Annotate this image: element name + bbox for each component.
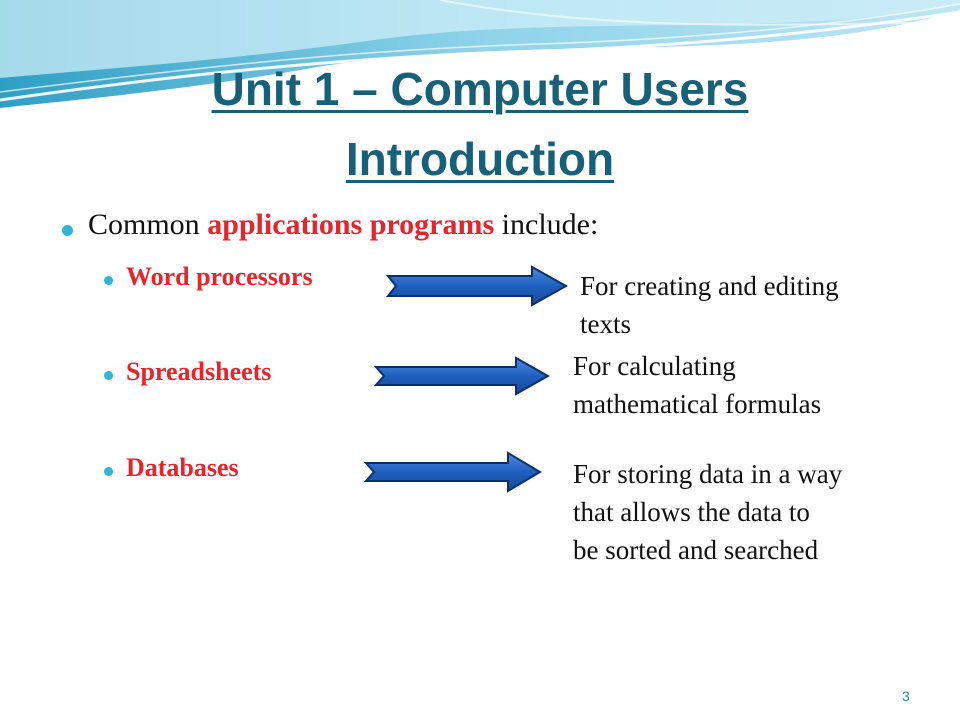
desc-line: For calculating <box>573 351 736 381</box>
right-arrow-icon <box>385 265 569 307</box>
item-label: Spreadsheets <box>126 357 272 386</box>
desc-line: For creating and editing <box>580 271 839 301</box>
intro-after: include: <box>494 208 599 241</box>
title-line-1: Unit 1 – Computer Users <box>211 63 749 115</box>
desc-line: mathematical formulas <box>573 388 822 419</box>
list-item-word-processors: Word processors <box>104 262 313 292</box>
item-description-word-processors: For creating and editing texts <box>580 268 839 344</box>
desc-line: be sorted and searched <box>573 534 819 565</box>
intro-bullet: Common applications programs include: <box>62 208 598 242</box>
desc-line: For storing data in a way <box>573 459 843 489</box>
bullet-dot-icon <box>104 371 113 380</box>
title-line-2: Introduction <box>345 133 615 185</box>
list-item-spreadsheets: Spreadsheets <box>104 357 271 387</box>
desc-line: that allows the data to <box>573 496 810 527</box>
right-arrow-icon <box>373 356 551 396</box>
desc-line: texts <box>580 308 631 339</box>
page-number: 3 <box>902 688 910 704</box>
item-description-databases: For storing data in a way that allows th… <box>573 456 842 569</box>
intro-highlight: applications programs <box>207 208 495 241</box>
item-description-spreadsheets: For calculating mathematical formulas <box>573 348 821 424</box>
right-arrow-icon <box>363 451 542 493</box>
bullet-dot-icon <box>104 276 113 285</box>
bullet-dot-icon <box>104 467 113 476</box>
bullet-dot-icon <box>62 225 73 236</box>
header-wave-decoration <box>0 0 960 108</box>
list-item-databases: Databases <box>104 453 239 483</box>
intro-before: Common <box>88 208 208 241</box>
intro-text: Common applications programs include: <box>88 208 598 241</box>
item-label: Word processors <box>126 262 313 291</box>
item-label: Databases <box>126 453 239 482</box>
